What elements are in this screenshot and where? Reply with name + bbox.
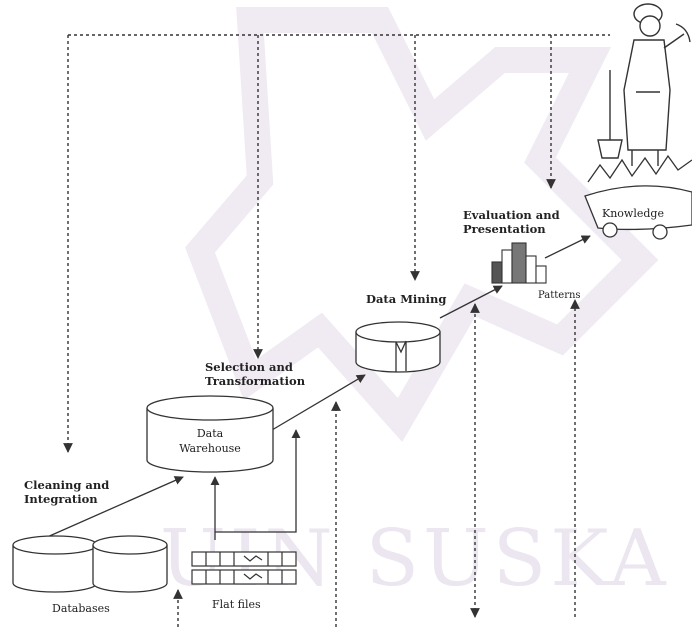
stage-selection-line1: Selection and [205, 360, 293, 374]
warehouse-label-line2: Warehouse [179, 442, 241, 455]
data-mining-icon [356, 322, 440, 372]
stage-cleaning-line2: Integration [24, 492, 98, 506]
miner-figure-icon [598, 4, 690, 166]
patterns-label: Patterns [538, 290, 581, 301]
arrow-patterns-to-knowledge [545, 236, 590, 258]
stage-cleaning-line1: Cleaning and [24, 478, 109, 492]
knowledge-cart-icon [585, 156, 692, 239]
watermark: UIN SUSKA RI [160, 20, 692, 604]
warehouse-label-line1: Data [197, 427, 224, 440]
databases-icon [13, 536, 167, 592]
databases-label: Databases [52, 602, 110, 615]
stage-mining-label: Data Mining [366, 292, 446, 306]
knowledge-label: Knowledge [602, 207, 664, 220]
stage-selection-line2: Transformation [205, 374, 306, 388]
stage-evaluation-line2: Presentation [463, 222, 546, 236]
flat-files-label: Flat files [212, 598, 261, 611]
feedback-lines [68, 35, 610, 452]
stage-evaluation-line1: Evaluation and [463, 208, 560, 222]
patterns-icon [492, 243, 546, 283]
